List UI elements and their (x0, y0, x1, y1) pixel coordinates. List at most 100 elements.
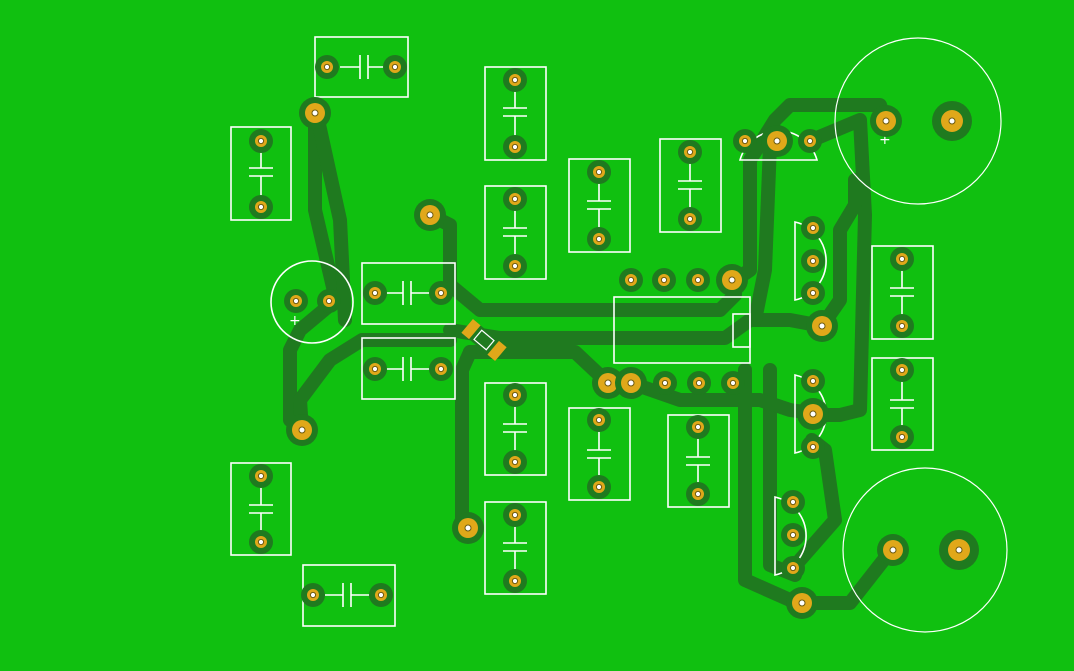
solder-pad (781, 523, 805, 547)
cap-symbol-c11 (503, 523, 527, 573)
solder-pad (369, 583, 393, 607)
cap-symbol-c14 (678, 161, 702, 211)
solder-pad (503, 187, 527, 211)
solder-pad (806, 310, 838, 342)
solder-pad (503, 383, 527, 407)
cap-outline-c17 (871, 357, 934, 451)
cap-symbol-c2 (249, 148, 273, 198)
solder-pad (315, 55, 339, 79)
solder-pad (592, 367, 624, 399)
cap-outline-c12 (568, 158, 631, 253)
solder-pad (652, 268, 676, 292)
solder-pad (781, 556, 805, 580)
solder-pad (877, 534, 909, 566)
cap-outline-c14 (659, 138, 722, 233)
cap-outline-c4 (230, 462, 292, 556)
cap-symbol-c8 (503, 88, 527, 138)
solder-pad (363, 357, 387, 381)
solder-pad (249, 195, 273, 219)
solder-pad (503, 254, 527, 278)
solder-pad (801, 435, 825, 459)
solder-pad (503, 503, 527, 527)
cap-outline-c6 (361, 262, 456, 325)
solder-pad (429, 281, 453, 305)
solder-pad (299, 97, 331, 129)
cap-symbol-c4 (249, 485, 273, 535)
cap-symbol-c6 (385, 281, 432, 305)
solder-pad (587, 475, 611, 499)
solder-pad (733, 129, 757, 153)
solder-pad (761, 125, 793, 157)
solder-pad (249, 530, 273, 554)
trace-right-mid (805, 113, 872, 422)
trace-right-loop (815, 173, 862, 333)
cap-symbol-c10 (503, 404, 527, 454)
solder-pad (653, 371, 677, 395)
solder-pad (687, 371, 711, 395)
polarity-mark-c18: + (879, 132, 891, 148)
solder-pad (781, 490, 805, 514)
solder-pad (301, 583, 325, 607)
solder-pad (503, 135, 527, 159)
silkscreen (230, 36, 1008, 633)
solder-pad (801, 216, 825, 240)
solder-pad (414, 199, 446, 231)
solder-pad (797, 398, 829, 430)
cap-symbol-c12 (587, 181, 611, 231)
solder-pad (798, 129, 822, 153)
solder-pad (587, 160, 611, 184)
solder-pad (678, 207, 702, 231)
solder-pad (801, 281, 825, 305)
cap-symbol-c1 (340, 55, 390, 79)
solder-pad (619, 268, 643, 292)
solder-pad (786, 587, 818, 619)
solder-pad (686, 482, 710, 506)
cap-symbol-c15 (686, 437, 710, 487)
trace-left-diag (293, 333, 457, 437)
copper-traces (283, 98, 900, 610)
solder-pad (587, 408, 611, 432)
solder-pad (503, 450, 527, 474)
solder-pad (452, 512, 484, 544)
ic-notch-u1 (732, 313, 751, 348)
cap-outline-c8 (484, 66, 547, 161)
solder-pad (716, 264, 748, 296)
cap-outline-c2 (230, 126, 292, 221)
cap-symbol-c17 (890, 380, 914, 430)
trace-top-right (728, 98, 892, 287)
smd-diode-d1 (461, 318, 507, 362)
cap-outline-c7 (361, 337, 456, 400)
cap-symbol-c7 (385, 357, 432, 381)
solder-pad (678, 140, 702, 164)
cap-outline-c15 (667, 414, 730, 508)
solder-pad (363, 281, 387, 305)
solder-pad (686, 415, 710, 439)
cap-outline-c16 (871, 245, 934, 340)
cap-outline-c13 (568, 407, 631, 501)
electrolytic-outline-c3 (270, 260, 354, 344)
cap-symbol-c13 (587, 430, 611, 480)
electrolytic-outline-c19 (842, 467, 1008, 633)
solder-pad (429, 357, 453, 381)
solder-pad (721, 371, 745, 395)
solder-pad (286, 414, 318, 446)
solder-pad (686, 268, 710, 292)
solder-pad (801, 249, 825, 273)
solder-pad (932, 101, 972, 141)
polarity-mark-c3: + (289, 313, 301, 329)
solder-pad (890, 314, 914, 338)
pad-layer (249, 55, 979, 619)
cap-symbol-c16 (890, 268, 914, 318)
solder-pad (503, 569, 527, 593)
solder-pad (615, 367, 647, 399)
cap-outline-c10 (484, 382, 547, 476)
cap-outline-c11 (484, 501, 547, 595)
cap-symbol-c9 (503, 208, 527, 258)
trace-right-vertical (748, 138, 777, 327)
solder-pad (587, 227, 611, 251)
solder-pad (249, 464, 273, 488)
solder-pad (870, 105, 902, 137)
trace-down-left (455, 345, 477, 535)
cap-outline-c9 (484, 185, 547, 280)
